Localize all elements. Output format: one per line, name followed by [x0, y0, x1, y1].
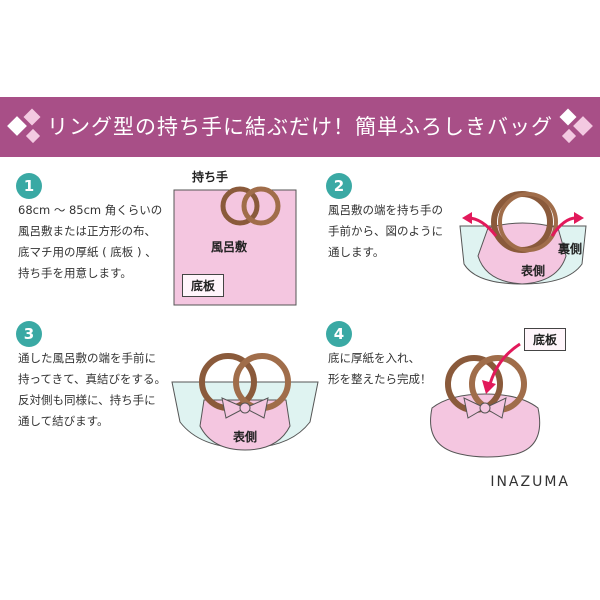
- board-label: 底板: [524, 328, 567, 351]
- arrowhead-icon: [462, 212, 472, 224]
- knot-bow-icon: [221, 397, 247, 419]
- board-label: 底板: [182, 274, 225, 297]
- outside-label: 表側: [521, 264, 546, 278]
- ring-handle-icon: [241, 186, 281, 226]
- step-2-illustration: [459, 191, 587, 285]
- step-4-line: 底に厚紙を入れ、: [328, 351, 421, 365]
- step-3-line: 通して結びます。: [18, 414, 109, 428]
- step-1-line: 68cm 〜 85cm 角くらいの: [18, 203, 163, 217]
- step-3-line: 持ってきて、真結びをする。: [18, 372, 167, 386]
- step-1-text: 68cm 〜 85cm 角くらいの 風呂敷または正方形の布、 底マチ用の厚紙 (…: [18, 200, 162, 284]
- ring-handle-icon: [498, 192, 558, 252]
- step-1-badge: 1: [16, 173, 42, 199]
- knot-center-icon: [479, 402, 491, 414]
- step-2-line: 手前から、図のように: [328, 224, 443, 238]
- brand-logo: INAZUMA: [490, 474, 570, 490]
- outside-label: 表側: [233, 430, 258, 444]
- arrowhead-icon: [574, 212, 584, 224]
- step-4-badge: 4: [326, 321, 352, 347]
- cloth-label: 風呂敷: [211, 240, 248, 254]
- knot-bow-icon: [243, 397, 269, 419]
- step-2-line: 風呂敷の端を持ち手の: [328, 203, 443, 217]
- arrowhead-icon: [482, 380, 496, 394]
- arrow-right-icon: [550, 216, 577, 237]
- diamond-decoration-icon: [7, 108, 41, 144]
- ring-handle-icon: [220, 186, 260, 226]
- step-3-line: 反対側も同様に、持ち手に: [18, 393, 156, 407]
- step-4-line: 形を整えたら完成！: [328, 372, 432, 386]
- step-3-text: 通した風呂敷の端を手前に 持ってきて、真結びをする。 反対側も同様に、持ち手に …: [18, 348, 166, 432]
- inside-label: 裏側: [558, 242, 583, 256]
- step-4-illustration: [430, 342, 541, 458]
- step-2-line: 通します。: [328, 245, 385, 259]
- handle-label: 持ち手: [192, 170, 229, 184]
- outer-cloth: [199, 399, 291, 451]
- step-3-illustration: [171, 353, 319, 451]
- knot-bow-icon: [463, 397, 487, 419]
- step-3-badge: 3: [16, 321, 42, 347]
- page-title: リング型の持ち手に結ぶだけ！簡単ふろしきバッグ: [47, 115, 553, 139]
- step-4-text: 底に厚紙を入れ、 形を整えたら完成！: [328, 348, 432, 390]
- arrow-down-icon: [488, 342, 521, 385]
- step-1-line: 風呂敷または正方形の布、: [18, 224, 156, 238]
- title-banner: リング型の持ち手に結ぶだけ！簡単ふろしきバッグ: [0, 97, 600, 157]
- step-1-line: 持ち手を用意します。: [18, 266, 132, 280]
- step-2-text: 風呂敷の端を持ち手の 手前から、図のように 通します。: [328, 200, 443, 263]
- step-1-line: 底マチ用の厚紙 ( 底板 ) 、: [18, 245, 157, 259]
- step-3-line: 通した風呂敷の端を手前に: [18, 351, 156, 365]
- diamond-decoration-icon: [559, 108, 593, 144]
- step-2-badge: 2: [326, 173, 352, 199]
- knot-center-icon: [239, 402, 251, 414]
- finished-bag: [430, 393, 541, 458]
- knot-bow-icon: [483, 397, 507, 419]
